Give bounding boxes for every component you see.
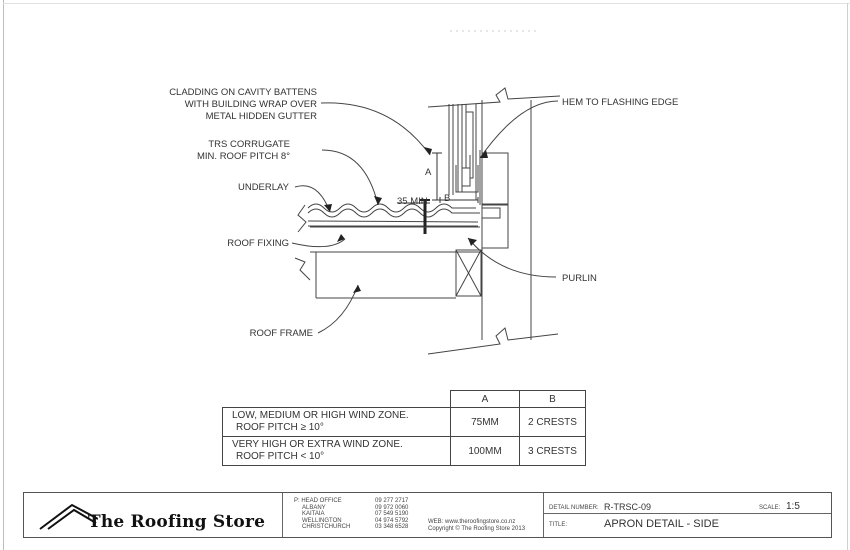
table-row: VERY HIGH OR EXTRA WIND ZONE. ROOF PITCH… bbox=[222, 436, 586, 466]
callout-hem: HEM TO FLASHING EDGE bbox=[562, 97, 678, 108]
table-row-desc: VERY HIGH OR EXTRA WIND ZONE. ROOF PITCH… bbox=[222, 436, 451, 466]
wall-nogs bbox=[455, 152, 509, 297]
office-item: ALBANY bbox=[302, 504, 326, 511]
roof-sheeting bbox=[307, 199, 480, 234]
phone-item: 09 972 0060 bbox=[375, 504, 409, 511]
leader-lines bbox=[291, 100, 559, 334]
title-block-divider bbox=[543, 493, 544, 537]
office-label: P: HEAD OFFICE bbox=[294, 498, 342, 504]
sheet-border bbox=[3, 0, 4, 550]
roof-frame bbox=[294, 204, 480, 299]
row-desc-line1: LOW, MEDIUM OR HIGH WIND ZONE. bbox=[232, 410, 409, 421]
break-line-bottom bbox=[427, 327, 559, 355]
leader-arrows bbox=[324, 147, 488, 293]
callout-cladding-1: CLADDING ON CAVITY BATTENS bbox=[169, 87, 317, 98]
spec-table: A B LOW, MEDIUM OR HIGH WIND ZONE. ROOF … bbox=[222, 390, 586, 466]
detail-number-value: R-TRSC-09 bbox=[604, 502, 652, 512]
table-row-desc: LOW, MEDIUM OR HIGH WIND ZONE. ROOF PITC… bbox=[222, 407, 451, 437]
sheet-border bbox=[847, 3, 848, 550]
sheet-border bbox=[3, 3, 850, 4]
table-cell-b: 3 CRESTS bbox=[519, 436, 586, 466]
detail-number-label: DETAIL NUMBER: bbox=[549, 505, 599, 511]
callout-cladding-3: METAL HIDDEN GUTTER bbox=[206, 111, 318, 122]
row-desc-line2: ROOF PITCH ≥ 10° bbox=[236, 422, 324, 433]
phone-item: 04 974 5792 bbox=[375, 517, 409, 524]
dimension-35-min: 35 MIN bbox=[397, 196, 428, 207]
table-cell-a: 75MM bbox=[450, 407, 520, 437]
scale-value: 1:5 bbox=[786, 501, 800, 512]
dimensions bbox=[397, 152, 479, 204]
title-block-hline bbox=[543, 513, 831, 514]
phone-list: 09 277 2717 09 972 0060 07 549 5190 04 9… bbox=[375, 498, 408, 531]
apron-detail-drawing: CLADDING ON CAVITY BATTENS WITH BUILDING… bbox=[169, 30, 678, 355]
callout-purlin: PURLIN bbox=[562, 273, 597, 284]
table-cell-a: 100MM bbox=[450, 436, 520, 466]
drawing-title: APRON DETAIL - SIDE bbox=[604, 518, 719, 530]
table-header-blank bbox=[223, 391, 451, 408]
title-label: TITLE: bbox=[549, 522, 568, 528]
table-header-row: A B bbox=[223, 390, 586, 408]
table-header-a: A bbox=[450, 390, 520, 408]
office-item: CHRISTCHURCH bbox=[302, 524, 351, 531]
break-line-top bbox=[427, 87, 561, 108]
web-info: WEB: www.theroofingstore.co.nz Copyright… bbox=[428, 519, 525, 532]
copyright-text: Copyright © The Roofing Store 2013 bbox=[428, 525, 526, 532]
callout-trs-1: TRS CORRUGATE bbox=[208, 139, 290, 150]
row-desc-line2: ROOF PITCH < 10° bbox=[236, 451, 325, 462]
callout-underlay: UNDERLAY bbox=[238, 182, 290, 193]
company-logo-text: The Roofing Store bbox=[88, 512, 266, 532]
row-desc-line1: VERY HIGH OR EXTRA WIND ZONE. bbox=[232, 439, 403, 450]
title-block-divider bbox=[282, 493, 283, 537]
callout-roof-fixing: ROOF FIXING bbox=[227, 238, 289, 249]
dimension-a-label: A bbox=[425, 167, 432, 178]
phone-item: 03 348 6528 bbox=[375, 524, 409, 531]
roof-logo-icon bbox=[39, 503, 98, 530]
callout-trs-2: MIN. ROOF PITCH 8° bbox=[197, 151, 290, 162]
office-item: KAITAIA bbox=[302, 511, 325, 518]
office-item: WELLINGTON bbox=[302, 517, 342, 524]
wall-frame bbox=[427, 87, 561, 355]
table-row: LOW, MEDIUM OR HIGH WIND ZONE. ROOF PITC… bbox=[222, 407, 586, 437]
website-text: WEB: www.theroofingstore.co.nz bbox=[428, 519, 516, 525]
dimension-b-label: B bbox=[444, 193, 450, 204]
callout-roof-frame: ROOF FRAME bbox=[250, 328, 313, 339]
phone-item: 07 549 5190 bbox=[375, 511, 409, 518]
office-list: P: HEAD OFFICE ALBANY KAITAIA WELLINGTON… bbox=[294, 498, 350, 531]
callout-cladding-2: WITH BUILDING WRAP OVER bbox=[185, 99, 317, 110]
scale-label: SCALE: bbox=[759, 505, 781, 511]
title-block: The Roofing Store P: HEAD OFFICE ALBANY … bbox=[23, 492, 832, 538]
table-cell-b: 2 CRESTS bbox=[519, 407, 586, 437]
table-header-b: B bbox=[519, 390, 586, 408]
cladding bbox=[448, 104, 481, 205]
phone-item: 09 277 2717 bbox=[375, 498, 409, 504]
